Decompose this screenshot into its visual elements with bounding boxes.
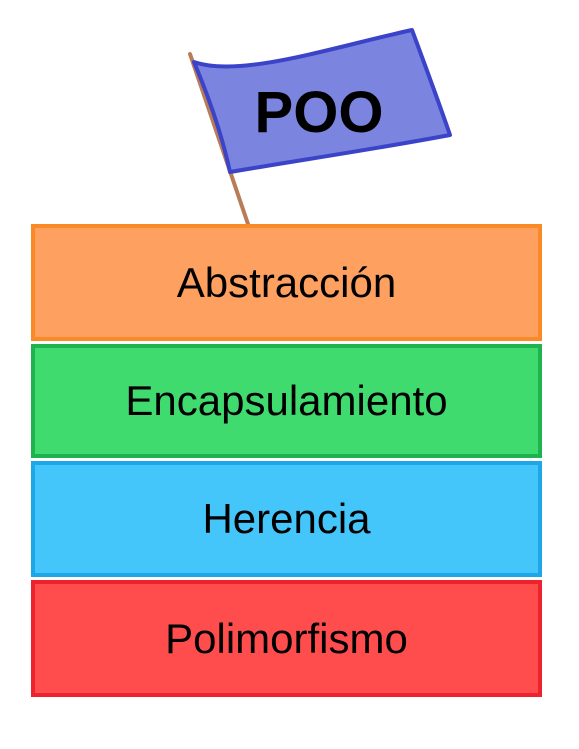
layer-label: Polimorfismo <box>165 614 408 662</box>
flag-label: POO <box>255 80 384 145</box>
flag-graphic: POO <box>0 0 579 230</box>
layer-label: Herencia <box>202 495 371 542</box>
flag-banner <box>192 28 452 174</box>
flag-svg: POO <box>188 28 452 226</box>
layer-label: Encapsulamiento <box>125 377 448 424</box>
flag-pole <box>188 52 250 226</box>
layer-encapsulamiento: Encapsulamiento <box>31 344 542 458</box>
layer-label: Abstracción <box>176 258 397 306</box>
layer-herencia: Herencia <box>31 461 542 577</box>
layer-polimorfismo: Polimorfismo <box>31 580 542 697</box>
layer-stack: Abstracción Encapsulamiento Herencia Pol… <box>31 224 542 697</box>
layer-abstraccion: Abstracción <box>31 224 542 341</box>
